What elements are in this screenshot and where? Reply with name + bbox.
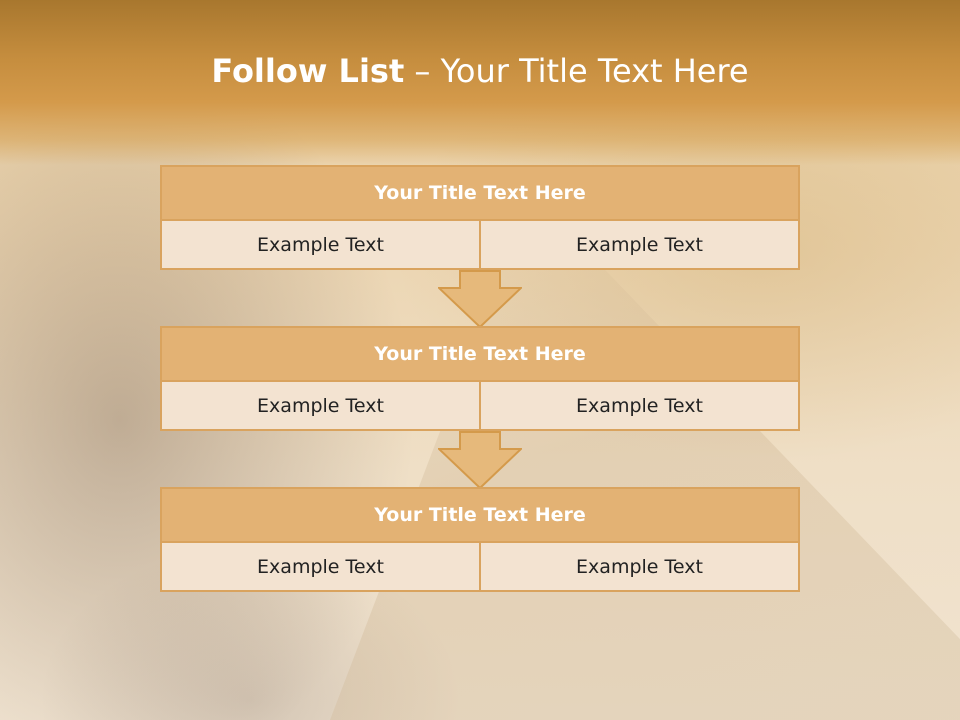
header-band <box>0 0 960 165</box>
slide-title-bold: Follow List <box>211 52 405 90</box>
step-box-1: Your Title Text Here Example Text Exampl… <box>160 165 800 270</box>
slide-title: Follow List – Your Title Text Here <box>0 52 960 90</box>
step-row: Example Text Example Text <box>160 543 800 592</box>
slide-title-rest: – Your Title Text Here <box>404 52 749 90</box>
step-title: Your Title Text Here <box>160 326 800 382</box>
step-title: Your Title Text Here <box>160 487 800 543</box>
step-cell-right: Example Text <box>481 221 800 270</box>
down-arrow-icon <box>438 270 522 328</box>
step-box-2: Your Title Text Here Example Text Exampl… <box>160 326 800 431</box>
step-cell-left: Example Text <box>160 382 481 431</box>
step-box-3: Your Title Text Here Example Text Exampl… <box>160 487 800 592</box>
step-title: Your Title Text Here <box>160 165 800 221</box>
step-cell-right: Example Text <box>481 543 800 592</box>
down-arrow-icon <box>438 431 522 489</box>
step-cell-left: Example Text <box>160 221 481 270</box>
step-cell-right: Example Text <box>481 382 800 431</box>
step-row: Example Text Example Text <box>160 382 800 431</box>
step-cell-left: Example Text <box>160 543 481 592</box>
step-row: Example Text Example Text <box>160 221 800 270</box>
